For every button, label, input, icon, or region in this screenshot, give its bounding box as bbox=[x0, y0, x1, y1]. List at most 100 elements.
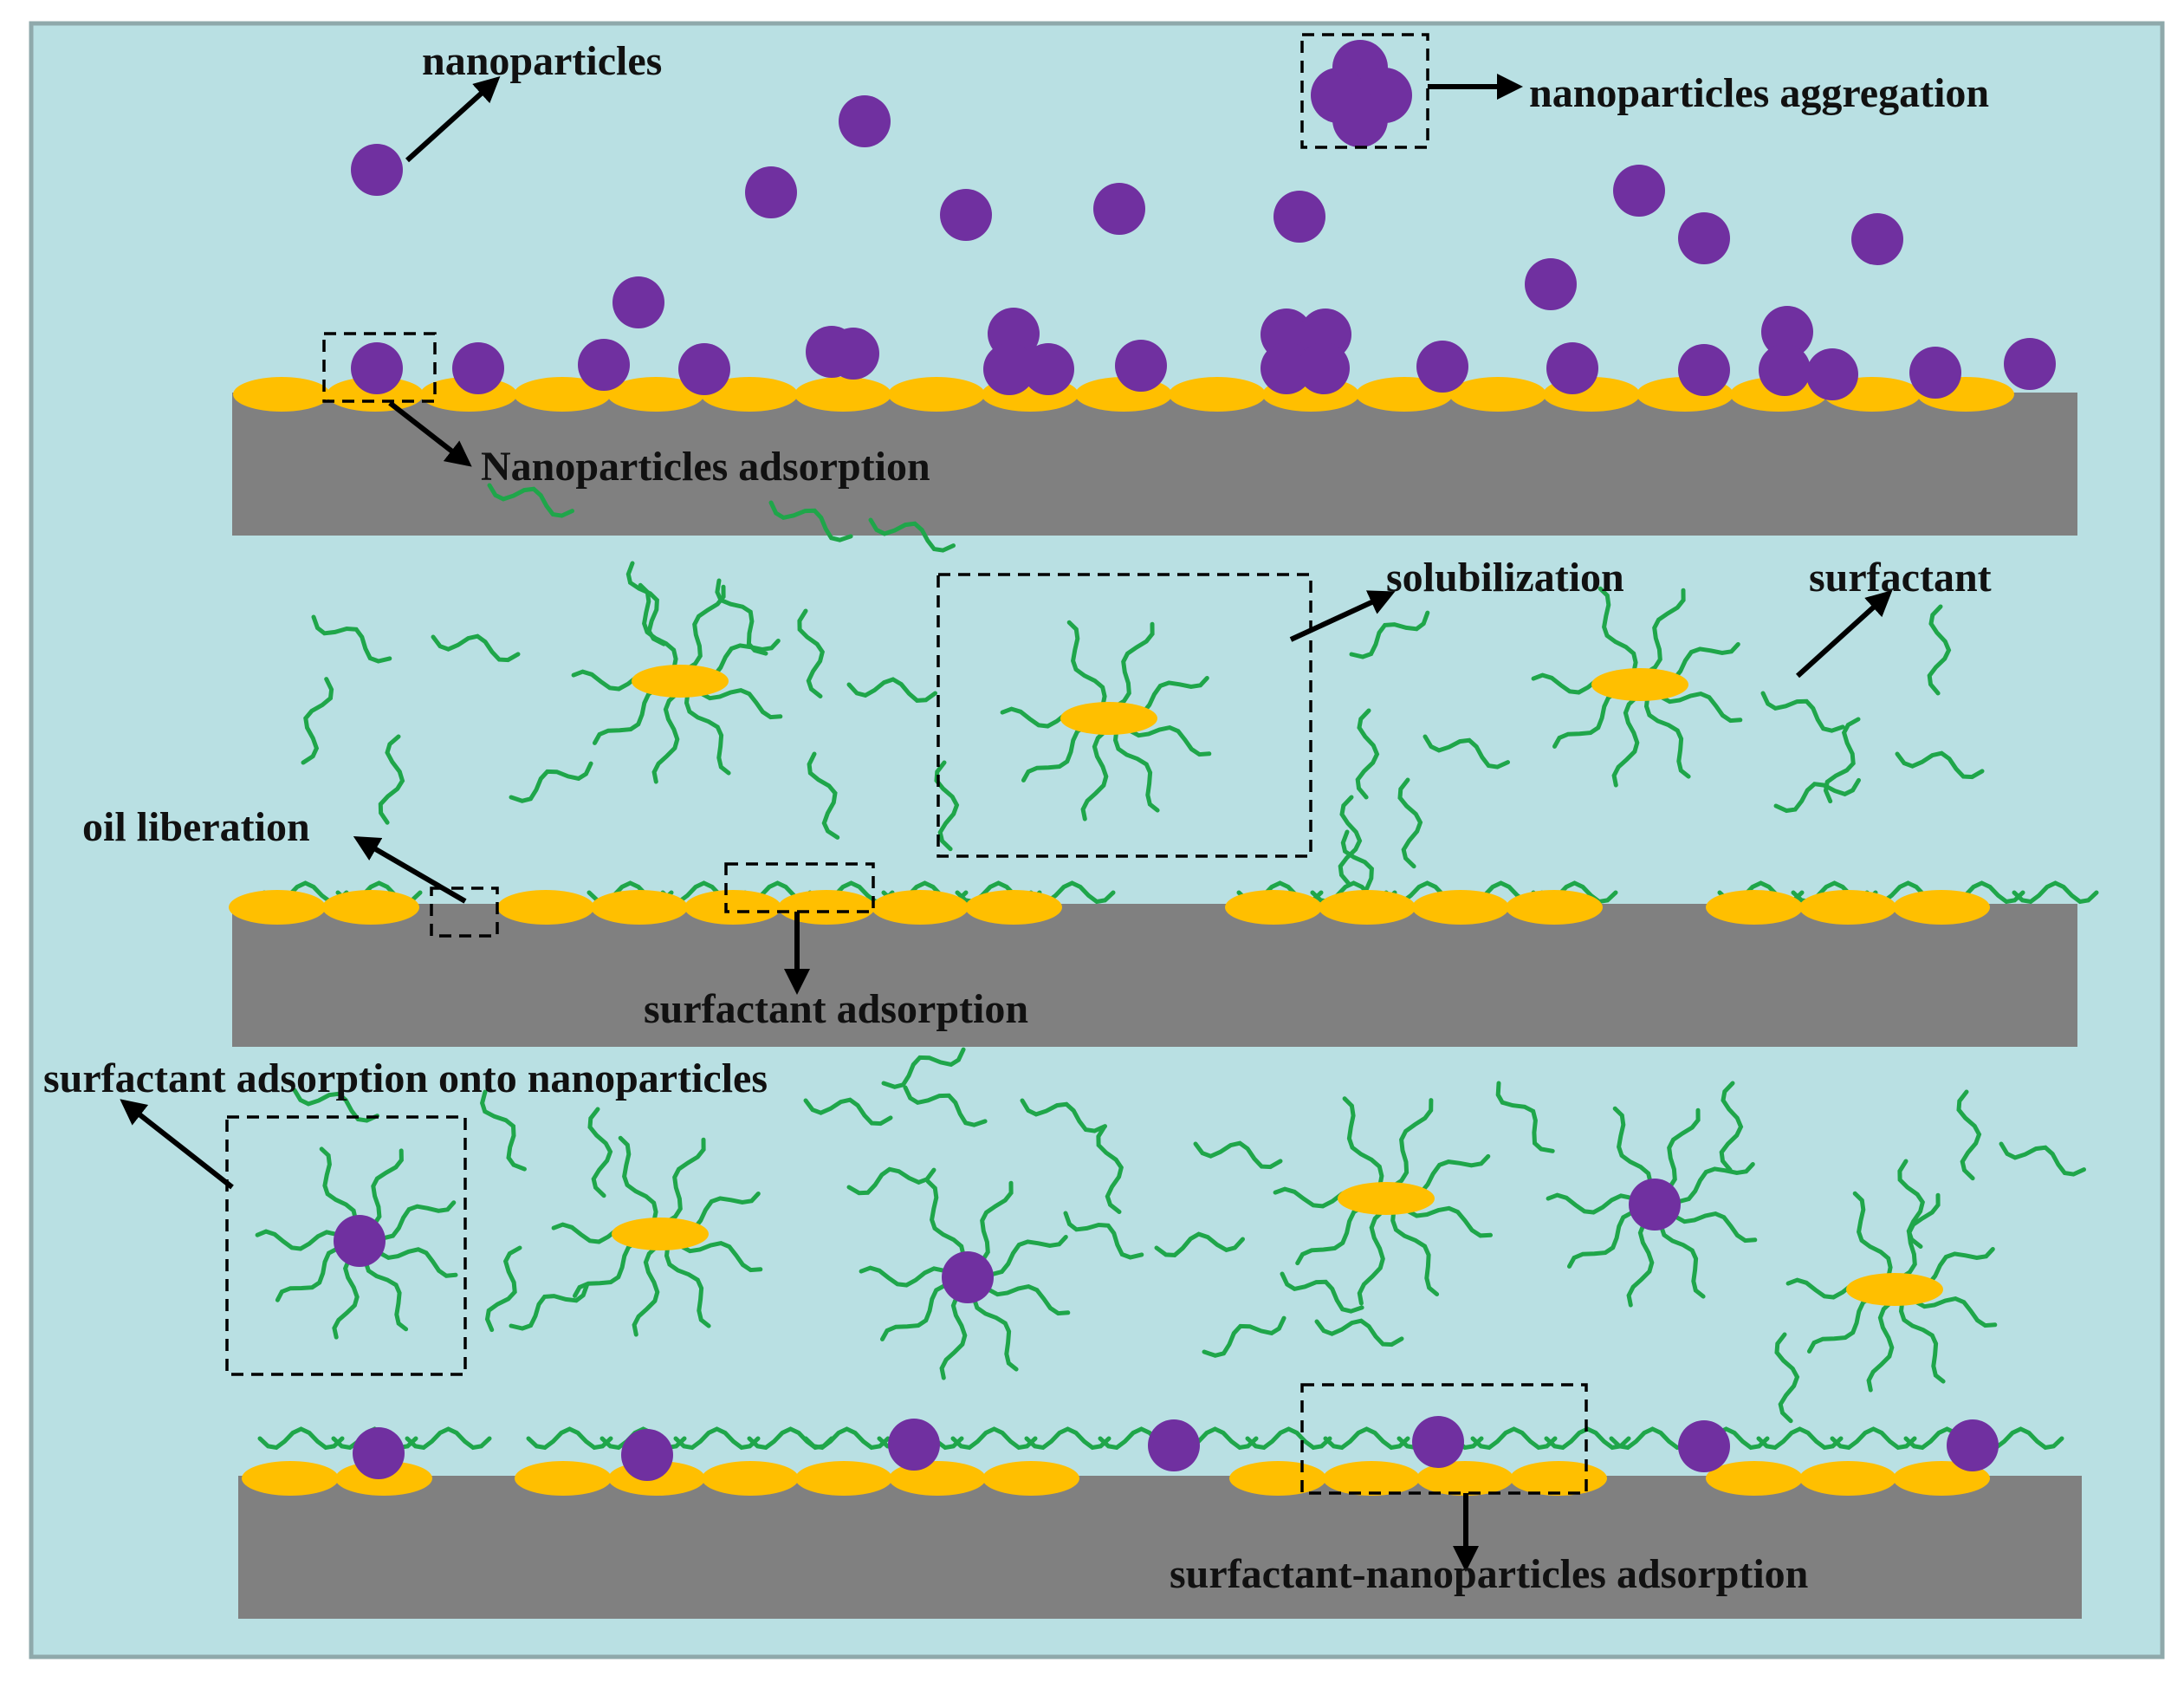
np-adsorption-box bbox=[322, 332, 437, 403]
surfactant-molecule bbox=[1927, 604, 1952, 696]
oil-liberation-box bbox=[430, 886, 499, 938]
nanoparticle bbox=[827, 328, 879, 380]
oil-droplet bbox=[607, 377, 704, 412]
aggregation-label: nanoparticles aggregation bbox=[1529, 70, 1989, 116]
nanoparticle bbox=[942, 1251, 994, 1303]
nanoparticle bbox=[1806, 348, 1858, 400]
oil-droplet bbox=[612, 1218, 709, 1250]
oil-droplet bbox=[1506, 890, 1603, 925]
nanoparticle bbox=[1298, 342, 1350, 394]
oil-droplet bbox=[229, 890, 326, 925]
surfactant-molecule bbox=[1652, 685, 1743, 724]
surfactant-molecule bbox=[1666, 1162, 1755, 1204]
surfactant-molecule bbox=[880, 1283, 958, 1341]
surfactant-molecule bbox=[1066, 620, 1107, 710]
surfactant-molecule bbox=[1907, 1290, 1998, 1328]
oil-droplet bbox=[632, 665, 729, 698]
oil-liberation-arrow bbox=[353, 835, 467, 904]
nanoparticle bbox=[1947, 1419, 1999, 1471]
oil-droplet bbox=[1225, 890, 1322, 925]
surfactant-molecule bbox=[1314, 1318, 1404, 1348]
surfactant-molecule bbox=[971, 1285, 1019, 1372]
oil-droplet bbox=[1229, 1461, 1326, 1496]
surfactant-molecule bbox=[372, 1242, 458, 1278]
surfactant-molecule bbox=[1390, 1098, 1434, 1190]
oil-droplet bbox=[327, 377, 424, 412]
surfactant-molecule bbox=[405, 1426, 492, 1451]
oil-droplet bbox=[701, 377, 798, 412]
surfactant-molecule bbox=[1830, 1426, 1917, 1451]
nanoparticle bbox=[1148, 1419, 1200, 1471]
oil-droplet bbox=[778, 890, 875, 925]
surfactant-molecule bbox=[1080, 728, 1109, 822]
surfactant-molecule bbox=[1773, 777, 1861, 814]
nanoparticle bbox=[578, 339, 630, 391]
surfactant-molecule bbox=[311, 614, 392, 664]
oil-droplet bbox=[1412, 890, 1509, 925]
surfactant-molecule bbox=[1567, 1210, 1645, 1269]
nanoparticle bbox=[888, 1419, 940, 1471]
surfactant-molecule bbox=[1423, 734, 1510, 770]
oil-droplet bbox=[1416, 1461, 1513, 1496]
oil-droplet bbox=[965, 890, 1062, 925]
oil-droplet bbox=[1799, 1461, 1896, 1496]
surfactant-molecule bbox=[1626, 1214, 1655, 1308]
oil-droplet bbox=[497, 890, 594, 925]
surfactant-molecule bbox=[292, 1088, 379, 1123]
surfactant-molecule bbox=[1895, 750, 1985, 780]
oil-droplet bbox=[794, 377, 891, 412]
nanoparticle bbox=[1851, 213, 1903, 265]
nanoparticle bbox=[612, 276, 664, 328]
surfactant-molecule bbox=[1063, 1211, 1144, 1260]
surfactant-molecule bbox=[868, 517, 956, 553]
surfactant-molecule bbox=[1495, 1081, 1555, 1153]
surfactant-molecule bbox=[625, 561, 666, 646]
surfactant-molecule bbox=[1897, 1159, 1925, 1249]
surfactant-molecule bbox=[692, 682, 783, 720]
surfactant-np-adsorption-box bbox=[1300, 1383, 1588, 1495]
solubilization-label: solubilization bbox=[1386, 555, 1624, 601]
nanoparticle bbox=[351, 144, 403, 196]
oil-droplet bbox=[322, 890, 419, 925]
nanoparticle bbox=[351, 342, 403, 394]
surfactant-molecule bbox=[768, 500, 853, 542]
surfactant-onto-np-arrow bbox=[120, 1099, 234, 1190]
surfactant-molecule bbox=[1398, 1199, 1493, 1238]
surfactant-molecule bbox=[1658, 1212, 1706, 1299]
surfactant-molecule bbox=[1202, 1315, 1286, 1358]
surfactant-molecule bbox=[1338, 795, 1363, 886]
rock-substrate-1 bbox=[232, 393, 2077, 536]
nanoparticle bbox=[1546, 342, 1598, 394]
surfactant-molecule bbox=[950, 1426, 1038, 1451]
surfactant-molecule bbox=[803, 1097, 893, 1127]
surfactant-molecule bbox=[1612, 1106, 1653, 1196]
surfactant-molecule bbox=[2012, 880, 2099, 905]
nanoparticle bbox=[940, 189, 992, 241]
surfactant-molecule bbox=[1397, 777, 1423, 869]
surfactant-molecule bbox=[1470, 1426, 1558, 1451]
oil-liberation-label: oil liberation bbox=[82, 804, 310, 850]
nanoparticle bbox=[2004, 338, 2056, 390]
rock-substrate-2 bbox=[232, 904, 2077, 1047]
surfactant-molecule bbox=[363, 1148, 404, 1232]
nanoparticle bbox=[1273, 191, 1325, 243]
nanoparticle bbox=[745, 166, 797, 218]
surfactant-molecule bbox=[1024, 1426, 1111, 1451]
nanoparticle bbox=[1525, 258, 1577, 310]
surfactant-onto-np-box bbox=[225, 1115, 467, 1376]
surfactant-molecule bbox=[1193, 1140, 1283, 1170]
surfactant-np-adsorption-label: surfactant-nanoparticles adsorption bbox=[1170, 1551, 1808, 1597]
surfactant-onto-np-label: surfactant adsorption onto nanoparticles bbox=[43, 1055, 768, 1101]
oil-droplet bbox=[591, 890, 688, 925]
surfactant-molecule bbox=[1658, 1107, 1701, 1196]
surfactant-molecule bbox=[257, 1426, 345, 1451]
nanoparticle bbox=[1260, 342, 1312, 394]
surfactant-molecule bbox=[1342, 1096, 1384, 1190]
nanoparticle bbox=[1678, 212, 1730, 264]
surfactant-molecule bbox=[1112, 726, 1160, 813]
surfactant-molecule bbox=[1323, 1426, 1410, 1451]
nanoparticle bbox=[1416, 341, 1468, 393]
surfactant-molecule bbox=[509, 761, 593, 803]
surfactant-molecule bbox=[1390, 1206, 1440, 1296]
nanoparticle bbox=[983, 343, 1035, 395]
